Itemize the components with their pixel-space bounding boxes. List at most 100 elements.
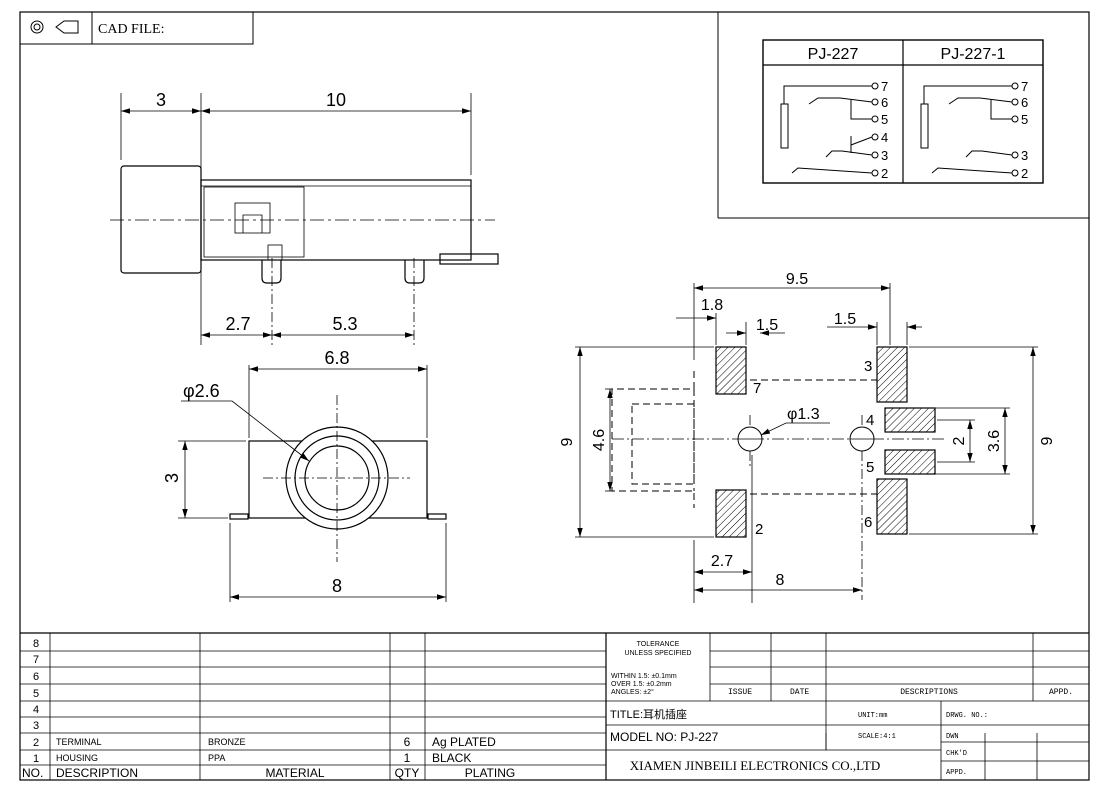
bom-description: TERMINAL — [56, 737, 102, 747]
dim-label: 3.6 — [986, 430, 1003, 452]
pad-2 — [715, 489, 747, 538]
front-view — [178, 365, 447, 602]
header-no: NO. — [22, 766, 43, 780]
bom-qty: 1 — [404, 751, 411, 765]
dim-label: 2 — [951, 436, 968, 445]
dim-label: 2.7 — [711, 553, 733, 570]
dim-label: 1.5 — [834, 311, 856, 328]
drwg-no-text: DRWG. NO.: — [946, 712, 988, 720]
bom-table — [20, 632, 1089, 780]
pin-label: 4 — [881, 130, 888, 145]
dwn-text: DWN — [946, 733, 959, 741]
appd-text: APPD. — [946, 769, 967, 777]
pin-label: 2 — [881, 166, 888, 181]
pin-label: 2 — [1021, 166, 1028, 181]
pin-label: 6 — [881, 95, 888, 110]
third-angle-projection-icon — [30, 20, 79, 34]
tolerance-over: OVER 1.5: ±0.2mm — [611, 681, 672, 688]
title-block-grid — [606, 633, 1089, 780]
table-row: TERMINAL BRONZE 6 Ag PLATED — [56, 735, 496, 749]
pin-label: 3 — [864, 358, 872, 375]
title-text: TITLE:耳机插座 — [610, 707, 687, 721]
dim-label: φ1.3 — [787, 406, 820, 423]
pj227-pin-labels: 7 6 5 4 3 2 — [881, 79, 888, 181]
issue-header: ISSUE — [728, 688, 752, 697]
header-plating: PLATING — [465, 766, 515, 780]
dim-label: 9.5 — [786, 271, 808, 288]
tolerance-within: WITHIN 1.5: ±0.1mm — [611, 673, 677, 680]
row-number: 5 — [33, 688, 39, 700]
dim-label: 1.8 — [701, 297, 723, 314]
schematic-box: PJ-227 PJ-227-1 7 6 5 4 3 2 — [717, 12, 1089, 219]
pcb-footprint — [575, 283, 1038, 603]
bom-qty: 6 — [404, 735, 411, 749]
side-view — [110, 93, 499, 345]
footprint-dims: 9.5 1.8 1.5 1.5 9 4.6 φ1.3 2 3.6 9 2.7 8 — [559, 271, 1056, 589]
front-view-dims: 6.8 φ2.6 3 8 — [162, 348, 350, 596]
pad-7 — [715, 346, 747, 395]
dim-label: 3 — [162, 473, 182, 483]
pad-5 — [884, 449, 936, 475]
row-number: 7 — [33, 654, 39, 666]
table-row: HOUSING PPA 1 BLACK — [56, 751, 471, 765]
tolerance-angles: ANGLES: ±2° — [611, 688, 654, 696]
dim-label: 1.5 — [756, 317, 778, 334]
appd-header: APPD. — [1049, 688, 1073, 697]
descriptions-header: DESCRIPTIONS — [900, 688, 958, 697]
tolerance-label: TOLERANCE — [637, 641, 680, 648]
dim-label: 5.3 — [332, 314, 357, 334]
bom-material: BRONZE — [208, 737, 246, 747]
row-number: 3 — [33, 720, 39, 732]
sheet-border — [19, 11, 1090, 781]
pin-label: 4 — [866, 412, 874, 429]
dim-label: 2.7 — [225, 314, 250, 334]
pj227-circuit — [780, 82, 879, 177]
bom-description: HOUSING — [56, 753, 98, 763]
row-number: 6 — [33, 671, 39, 683]
row-number: 2 — [33, 737, 39, 749]
row-number: 1 — [33, 753, 39, 765]
pin-label: 6 — [1021, 95, 1028, 110]
model-text: MODEL NO: PJ-227 — [610, 730, 719, 744]
dim-label: 3 — [156, 90, 166, 110]
pin-label: 5 — [881, 112, 888, 127]
unit-text: UNIT:mm — [858, 712, 887, 720]
pin-label: 7 — [1021, 79, 1028, 94]
pin-label: 3 — [881, 148, 888, 163]
scale-text: SCALE:4:1 — [858, 733, 896, 741]
pin-label: 3 — [1021, 148, 1028, 163]
pin-label: 7 — [881, 79, 888, 94]
footprint-pin-labels: 7 3 4 5 6 2 — [753, 358, 874, 538]
row-number: 4 — [33, 704, 39, 716]
header-qty: QTY — [395, 766, 420, 780]
dim-label: 9 — [559, 437, 576, 446]
pin-label: 7 — [753, 380, 761, 397]
header-material: MATERIAL — [265, 766, 324, 780]
tolerance-sub: UNLESS SPECIFIED — [625, 650, 692, 657]
side-view-dims: 3 10 2.7 5.3 — [156, 90, 358, 334]
pin-label: 5 — [866, 459, 874, 476]
pin-label: 6 — [864, 514, 872, 531]
dim-label: 4.6 — [591, 429, 608, 451]
company-name: XIAMEN JINBEILI ELECTRONICS CO.,LTD — [630, 758, 880, 773]
chkd-text: CHK'D — [946, 750, 967, 758]
dim-label: 8 — [776, 572, 785, 589]
variant-name-pj227-1: PJ-227-1 — [941, 46, 1006, 63]
bom-material: PPA — [208, 753, 225, 763]
pin-label: 2 — [755, 521, 763, 538]
pj227-1-pin-labels: 7 6 5 3 2 — [1021, 79, 1028, 181]
bom-plating: Ag PLATED — [432, 735, 496, 749]
pad-6 — [876, 478, 908, 535]
dim-label: 6.8 — [324, 348, 349, 368]
bom-header-row: NO. DESCRIPTION MATERIAL QTY PLATING — [22, 766, 515, 780]
pj227-1-circuit — [920, 82, 1019, 177]
row-number: 8 — [33, 638, 39, 650]
dim-label: 8 — [332, 576, 342, 596]
dim-label: 10 — [326, 90, 346, 110]
pad-4 — [884, 407, 936, 433]
pad-3 — [876, 346, 908, 403]
header-description: DESCRIPTION — [56, 766, 138, 780]
date-header: DATE — [790, 688, 809, 697]
title-block-text: TOLERANCE UNLESS SPECIFIED WITHIN 1.5: ±… — [610, 641, 1073, 777]
